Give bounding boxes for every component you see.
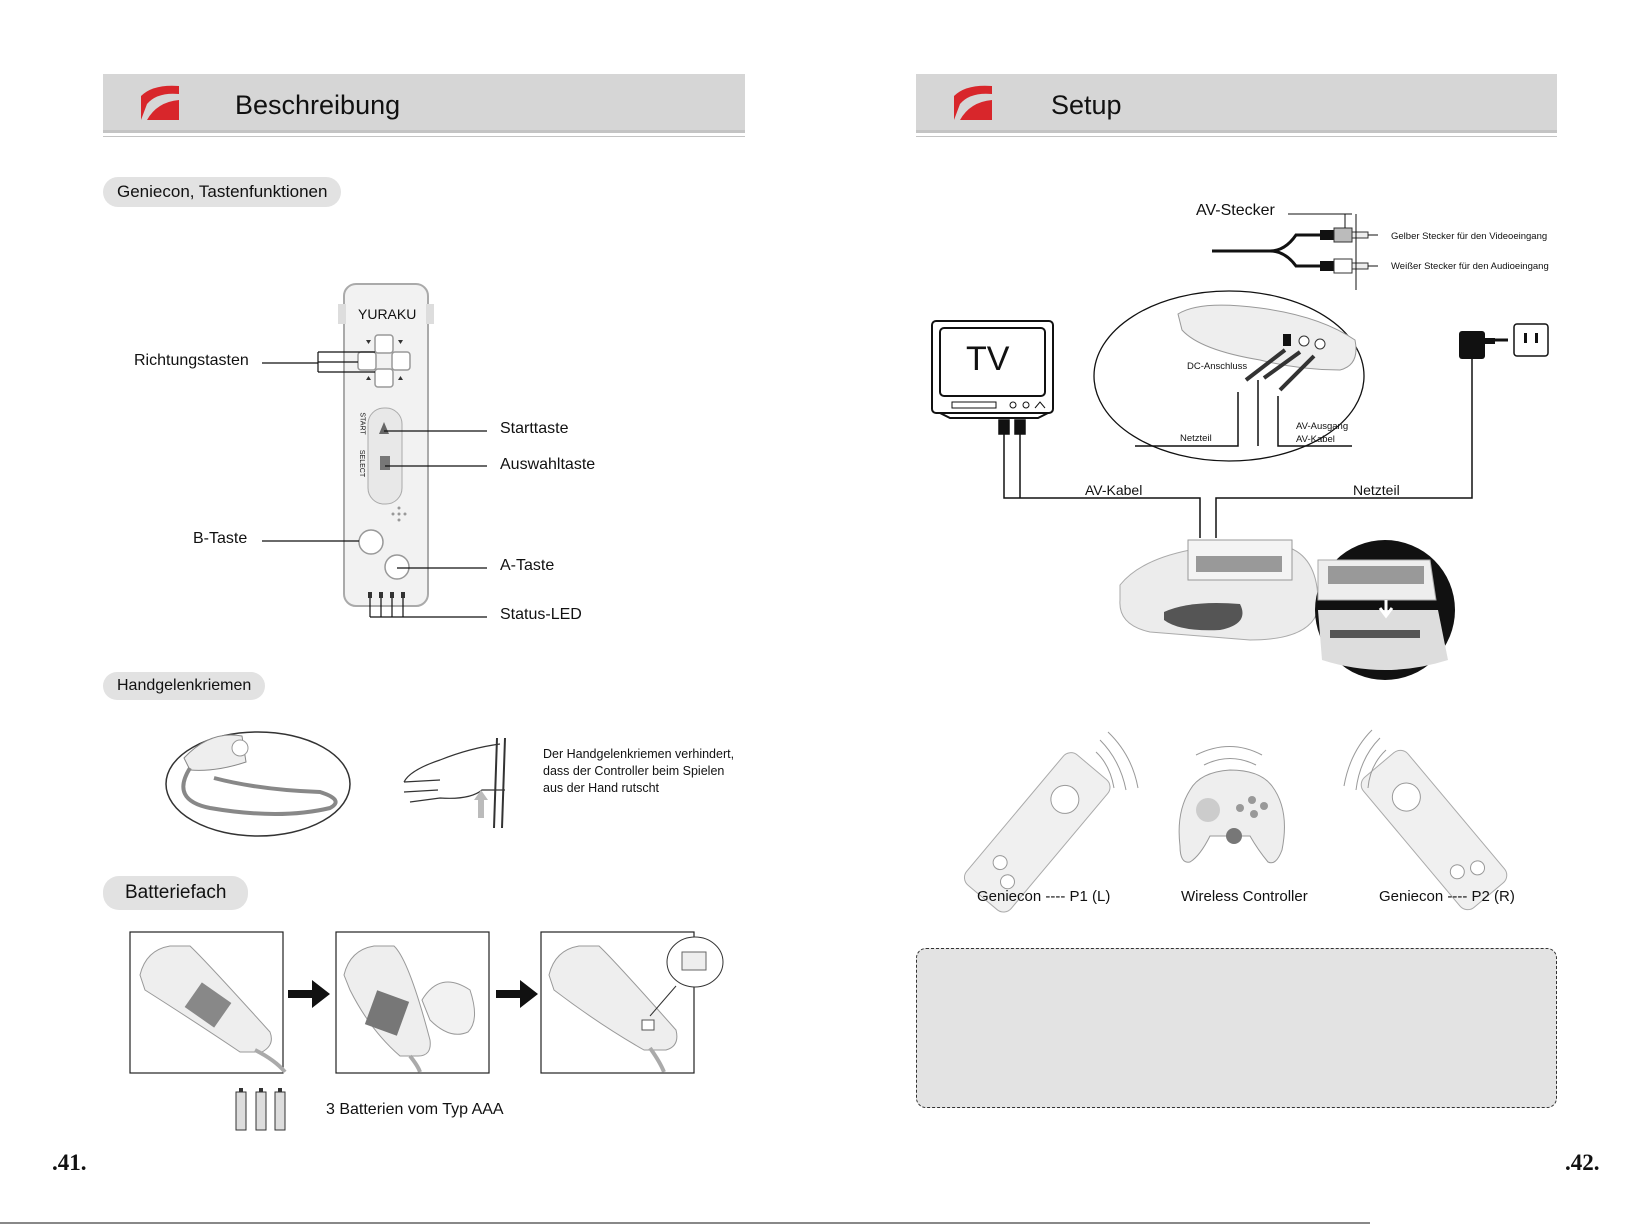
note-box: [916, 948, 1557, 1108]
section-label-buttons: Geniecon, Tastenfunktionen: [103, 177, 342, 207]
strap-note-line-1: Der Handgelenkriemen verhindert,: [543, 747, 735, 761]
strap-note-line-3: aus der Hand rutscht: [543, 781, 660, 795]
label-av-out-1: AV-Ausgang: [1296, 421, 1349, 432]
label-status-led: Status-LED: [500, 606, 582, 623]
geniecon-p1-illustration: [963, 731, 1139, 913]
header-bar-right: Setup: [916, 74, 1557, 137]
cartridge-insert-illustration: [1315, 540, 1455, 680]
label-av-out-2: AV-Kabel: [1296, 434, 1335, 445]
section-label-battery: Batteriefach: [103, 876, 249, 910]
tv-illustration: [931, 320, 1054, 419]
section-label-strap: Handgelenkriemen: [103, 672, 266, 700]
geniecon-p2-illustration: [1343, 729, 1508, 911]
power-adapter-icon: [1459, 331, 1508, 359]
wall-socket-icon: [1513, 323, 1549, 357]
wrist-strap-illustration: [165, 731, 351, 837]
arrow-right-icon: [496, 980, 538, 1008]
page-title: Setup: [1051, 90, 1122, 120]
label-start-key: Starttaste: [500, 420, 569, 437]
console-rear-ports-illustration: [1093, 290, 1365, 462]
label-av-plug: AV-Stecker: [1196, 202, 1275, 219]
arrow-right-icon: [288, 980, 330, 1008]
label-wireless-controller: Wireless Controller: [1181, 888, 1308, 905]
game-console-illustration: [1119, 539, 1319, 641]
brand-logo-icon: [141, 85, 179, 120]
battery-step-3: [540, 931, 724, 1074]
tv-label: TV: [966, 340, 1010, 378]
controller-brand-label: YURAKU: [358, 306, 417, 322]
cable-lines: [998, 359, 1473, 538]
wireless-controller-illustration: [1178, 746, 1285, 864]
remote-controller-illustration: [338, 283, 434, 607]
battery-step-2: [335, 931, 490, 1074]
controller-start-text: START: [358, 412, 366, 435]
page-title: Beschreibung: [235, 90, 401, 120]
av-plug-illustration: [1212, 213, 1378, 290]
header-bar-left: Beschreibung: [103, 74, 745, 137]
label-yellow-plug: Gelber Stecker für den Videoeingang: [1391, 231, 1548, 242]
label-direction-keys: Richtungstasten: [134, 352, 249, 369]
strap-note-line-2: dass der Controller beim Spielen: [543, 764, 725, 778]
hand-with-strap-illustration: [403, 737, 506, 829]
label-av-cable: AV-Kabel: [1085, 482, 1143, 498]
label-dc-port: DC-Anschluss: [1187, 361, 1248, 372]
label-a-key: A-Taste: [500, 557, 555, 574]
label-select-key: Auswahltaste: [500, 456, 596, 473]
battery-aaa-icon: [235, 1088, 286, 1131]
battery-step-1: [129, 931, 287, 1074]
label-white-plug: Weißer Stecker für den Audioeingang: [1391, 261, 1549, 272]
page-number-right: .42.: [1565, 1150, 1600, 1175]
label-power: Netzteil: [1353, 482, 1400, 498]
label-b-key: B-Taste: [193, 530, 248, 547]
page-number-left: .41.: [52, 1150, 87, 1175]
label-geniecon-p1: Geniecon ---- P1 (L): [977, 888, 1111, 905]
controller-select-text: SELECT: [358, 449, 366, 478]
brand-logo-icon: [954, 85, 992, 120]
label-psu-small: Netzteil: [1180, 433, 1212, 444]
battery-note: 3 Batterien vom Typ AAA: [326, 1101, 504, 1118]
label-geniecon-p2: Geniecon ---- P2 (R): [1379, 888, 1515, 905]
